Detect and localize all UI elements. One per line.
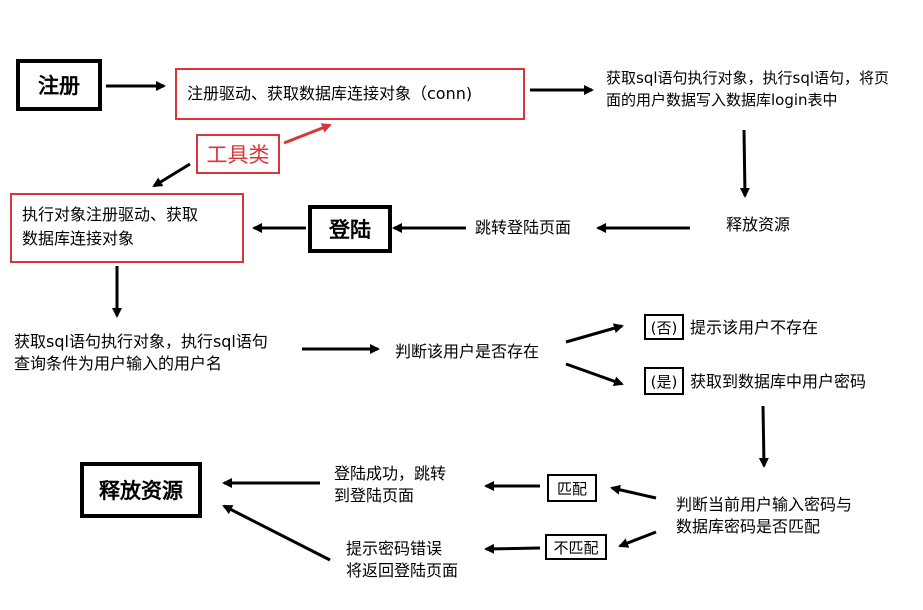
mismatch-tag: 不匹配 [545,534,607,560]
judge-match-node: 判断当前用户输入密码与 数据库密码是否匹配 [676,495,853,536]
jump-login-node: 跳转登陆页面 [475,218,572,237]
sql-query-node: 获取sql语句执行对象，执行sql语句 查询条件为用户输入的用户名 [14,332,268,373]
no-tag: (否) [644,314,684,340]
release-resources-node: 释放资源 [726,215,791,234]
arrow-mismatch-to-error [484,543,541,554]
login-success-node: 登陆成功，跳转 到登陆页面 [334,464,447,505]
release-resources-final-node: 释放资源 [80,462,202,518]
arrow-match-judge-to-match [610,484,657,500]
password-error-node: 提示密码错误 将返回登陆页面 [346,539,459,580]
login-node: 登陆 [308,205,392,253]
driver-connection-node: 注册驱动、获取数据库连接对象（conn) [175,68,525,120]
arrow-match-judge-to-mismatch [618,530,657,548]
arrow-error-to-release [222,504,331,562]
sql-insert-node: 获取sql语句执行对象，执行sql语句，将页 面的用户数据写入数据库login表… [606,69,890,109]
arrow-password-to-match [758,405,769,468]
user-not-exist-node: 提示该用户不存在 [690,318,819,337]
register-node: 注册 [16,59,102,111]
judge-exists-node: 判断该用户是否存在 [395,342,540,361]
exec-register-node: 执行对象注册驱动、获取 数据库连接对象 [10,193,244,263]
arrow-tool-to-driver [283,123,332,145]
arrow-judge-to-yes [565,362,624,387]
arrow-tool-to-exec [152,162,191,188]
arrow-judge-to-no [565,323,624,344]
yes-tag: (是) [644,367,684,395]
tool-class-node: 工具类 [196,134,280,174]
arrow-insert-to-release [739,129,750,198]
get-password-node: 获取到数据库中用户密码 [690,372,867,391]
match-tag: 匹配 [547,474,597,502]
